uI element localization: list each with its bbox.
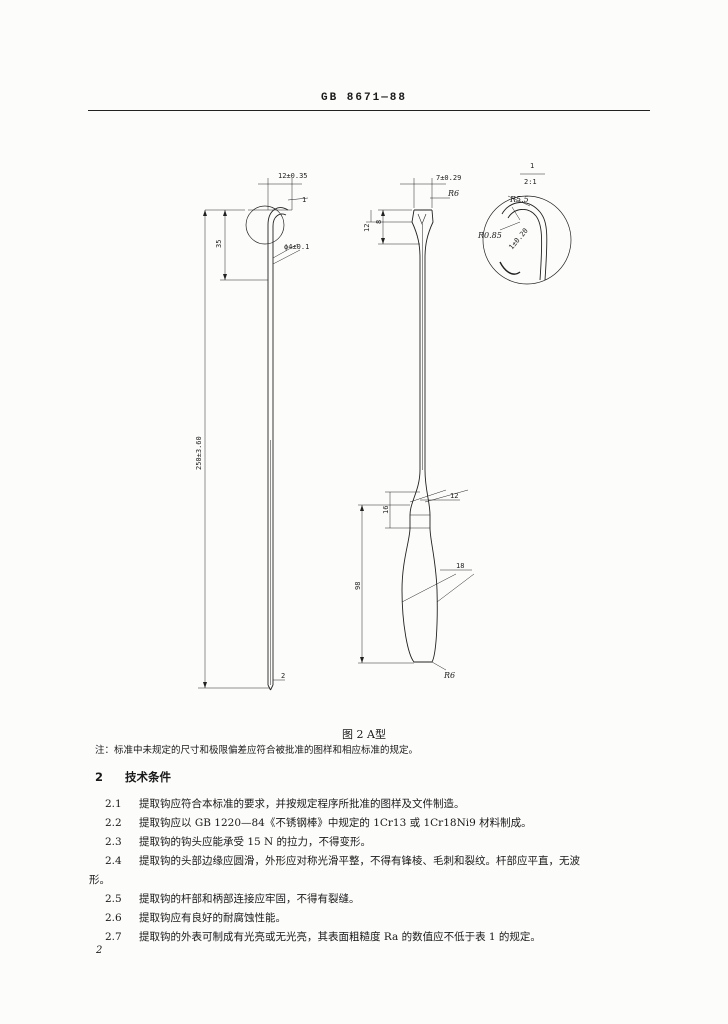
dim-hook-width: 12±0.35 [278, 172, 308, 180]
item-text: 提取钩的钩头应能承受 15 N 的拉力，不得变形。 [139, 836, 372, 848]
header-rule [88, 110, 650, 111]
item-text: 提取钩的外表可制成有光亮或无光亮，其表面粗糙度 Ra 的数值应不低于表 1 的规… [139, 931, 541, 943]
list-item: 2.6 提取钩应有良好的耐腐蚀性能。 [95, 909, 655, 928]
section-title: 技术条件 [125, 770, 172, 784]
item-text: 提取钩的杆部和柄部连接应牢固，不得有裂缝。 [139, 893, 360, 905]
requirements-list: 2.1 提取钩应符合本标准的要求，并按规定程序所批准的图样及文件制造。 2.2 … [89, 795, 655, 947]
callout-1: 1 [302, 196, 306, 204]
dim-grip-width: 18 [456, 562, 464, 570]
figure-caption: 图 2 A型 [342, 728, 386, 741]
list-item: 2.7 提取钩的外表可制成有光亮或无光亮，其表面粗糙度 Ra 的数值应不低于表 … [95, 928, 655, 947]
detail-callout: 1 [530, 162, 534, 170]
detail-diameter: 1±0.20 [507, 227, 529, 252]
dim-head-radius: R6 [447, 189, 459, 198]
item-text: 提取钩应以 GB 1220—84《不锈钢棒》中规定的 1Cr13 或 1Cr18… [139, 817, 532, 829]
item-number: 2.4 [105, 855, 122, 867]
technical-drawing: 12±0.35 1 35 ϕ4±0.1 250±3.60 2 7±0.29 R6… [0, 140, 728, 715]
dim-head-h12: 12 [363, 224, 371, 232]
dim-handle-length: 98 [354, 582, 362, 590]
section-heading: 2 技术条件 [95, 769, 171, 785]
item-number: 2.1 [105, 798, 122, 810]
item-number: 2.2 [105, 817, 122, 829]
list-item: 2.2 提取钩应以 GB 1220—84《不锈钢棒》中规定的 1Cr13 或 1… [95, 814, 655, 833]
dim-shaft-diameter: ϕ4±0.1 [284, 243, 309, 251]
item-text: 提取钩应符合本标准的要求，并按规定程序所批准的图样及文件制造。 [139, 798, 465, 810]
item-text-continued: 形。 [89, 874, 110, 886]
list-item: 2.1 提取钩应符合本标准的要求，并按规定程序所批准的图样及文件制造。 [95, 795, 655, 814]
section-number: 2 [95, 770, 104, 784]
detail-r55: R5.5 [509, 195, 529, 204]
dim-hook-length: 35 [215, 240, 223, 248]
dim-tip: 2 [281, 672, 285, 680]
dim-head-h8: 8 [375, 220, 383, 224]
list-item: 2.4 提取钩的头部边缘应圆滑，外形应对称光滑平整，不得有锋棱、毛刺和裂纹。杆部… [89, 852, 655, 890]
item-number: 2.5 [105, 893, 122, 905]
dim-head-width: 7±0.29 [436, 174, 461, 182]
dim-base-radius: R6 [443, 671, 455, 680]
dim-neck-width: 12 [450, 492, 458, 500]
item-number: 2.6 [105, 912, 122, 924]
drawing-svg: 12±0.35 1 35 ϕ4±0.1 250±3.60 2 7±0.29 R6… [195, 162, 572, 691]
item-text: 提取钩的头部边缘应圆滑，外形应对称光滑平整，不得有锋棱、毛刺和裂纹。杆部应平直，… [139, 855, 580, 867]
detail-scale: 2:1 [524, 178, 537, 186]
list-item: 2.3 提取钩的钩头应能承受 15 N 的拉力，不得变形。 [95, 833, 655, 852]
standard-number: GB 8671—88 [320, 92, 407, 104]
item-text: 提取钩应有良好的耐腐蚀性能。 [139, 912, 286, 924]
page-number: 2 [96, 945, 103, 956]
figure-note: 注：标准中未规定的尺寸和极限偏差应符合被批准的图样和相应标准的规定。 [95, 745, 419, 756]
dim-neck-height: 16 [382, 506, 390, 514]
detail-r085: R0.85 [477, 231, 502, 240]
item-number: 2.7 [105, 931, 122, 943]
item-number: 2.3 [105, 836, 122, 848]
list-item: 2.5 提取钩的杆部和柄部连接应牢固，不得有裂缝。 [95, 890, 655, 909]
dim-total-length: 250±3.60 [195, 436, 203, 470]
